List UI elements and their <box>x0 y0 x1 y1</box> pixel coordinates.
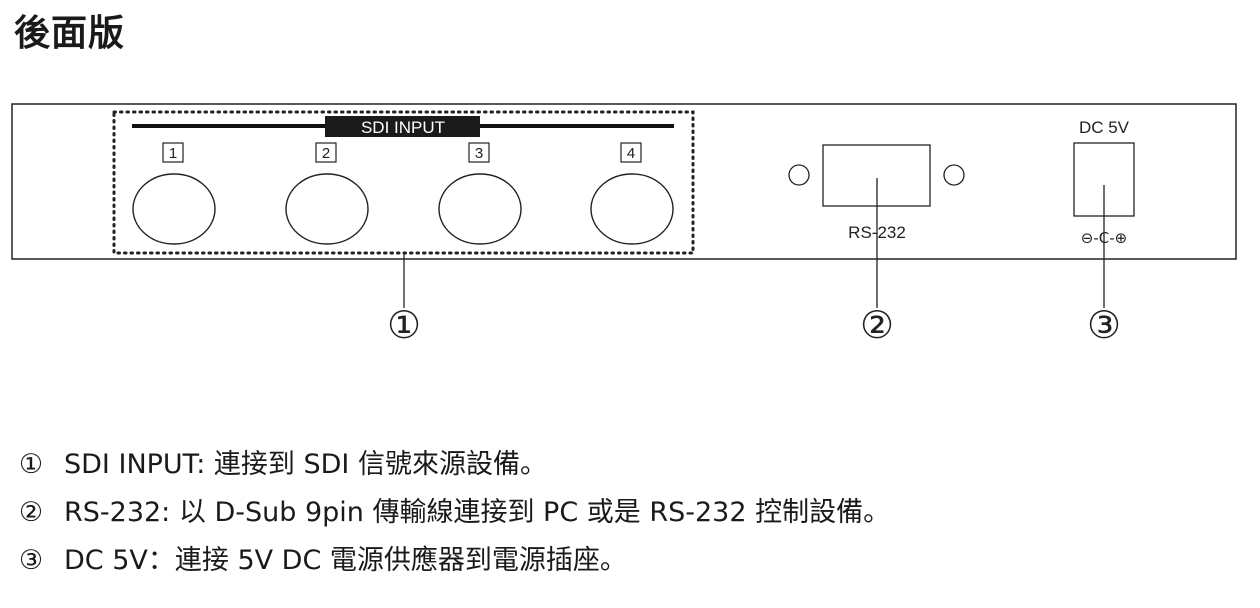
legend-item-dc: ③ DC 5V：連接 5V DC 電源供應器到電源插座。 <box>12 545 627 577</box>
sdi-label: SDI INPUT <box>361 118 445 137</box>
legend-marker-1: ① <box>18 449 44 480</box>
bnc-connector-2 <box>285 173 369 245</box>
legend-text-2: RS-232: 以 D-Sub 9pin 傳輸線連接到 PC 或是 RS-232… <box>64 497 891 528</box>
page-title: 後面版 <box>14 13 126 54</box>
callout-3: ③ <box>1087 303 1121 347</box>
legend-text-3: DC 5V：連接 5V DC 電源供應器到電源插座。 <box>64 545 627 576</box>
rs232-screw-right <box>943 164 965 186</box>
rear-panel-diagram: SDI INPUT 1 2 3 4 RS-232 DC 5V ⊖-C-⊕ ① ②… <box>11 103 1237 347</box>
callout-2: ② <box>860 303 894 347</box>
port-3-number: 3 <box>475 145 483 162</box>
bnc-connector-4 <box>590 173 674 245</box>
legend-item-rs232: ② RS-232: 以 D-Sub 9pin 傳輸線連接到 PC 或是 RS-2… <box>12 497 890 529</box>
dc-power-group: DC 5V ⊖-C-⊕ <box>1073 118 1135 247</box>
rs232-screw-left <box>788 164 810 186</box>
legend-text-1: SDI INPUT: 連接到 SDI 信號來源設備。 <box>64 449 547 480</box>
port-3-number-box <box>468 142 490 163</box>
bnc-connector-3 <box>438 173 522 245</box>
sdi-input-group: SDI INPUT 1 2 3 4 <box>112 110 695 255</box>
port-1-number: 1 <box>169 145 177 162</box>
callout-1: ① <box>387 303 421 347</box>
legend-item-sdi: ① SDI INPUT: 連接到 SDI 信號來源設備。 <box>12 449 547 481</box>
port-4-number: 4 <box>627 145 635 162</box>
bnc-connector-1 <box>132 173 216 245</box>
port-4-number-box <box>620 142 642 163</box>
port-2-number: 2 <box>322 145 330 162</box>
port-2-number-box <box>315 142 337 163</box>
legend-marker-3: ③ <box>18 545 44 576</box>
sdi-label-box <box>325 116 480 137</box>
dc-label: DC 5V <box>1079 118 1130 137</box>
legend-marker-2: ② <box>18 497 44 528</box>
port-1-number-box <box>162 142 184 163</box>
